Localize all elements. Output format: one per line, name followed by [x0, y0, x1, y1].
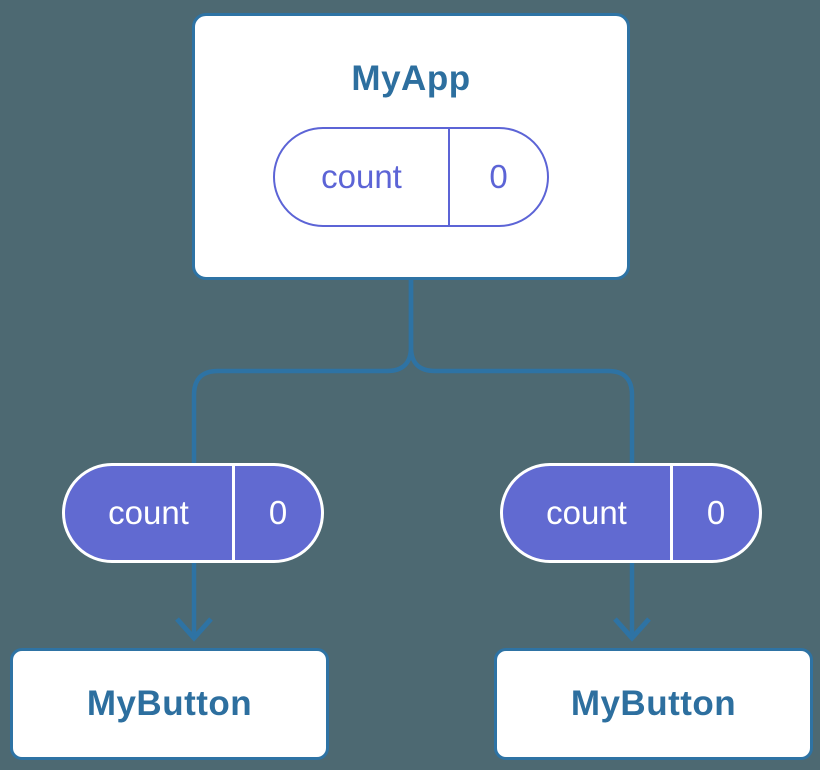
state-value-label: 0: [489, 158, 508, 195]
state-pill-right-child: count 0: [500, 463, 762, 563]
state-name-label: count: [65, 466, 235, 560]
component-title-mybutton: MyButton: [570, 684, 737, 723]
arrowhead-down-left-icon: [175, 617, 213, 642]
state-value-label: 0: [268, 494, 288, 531]
state-name-label: count: [275, 129, 450, 225]
component-box-mybutton-right: MyButton: [494, 648, 813, 760]
state-name-label: count: [503, 466, 673, 560]
connector-root-to-right-child: [408, 278, 635, 636]
connector-root-to-left-child: [191, 278, 414, 636]
component-box-myapp: MyApp count 0: [192, 13, 630, 280]
state-value-label: 0: [706, 494, 726, 531]
component-title-mybutton: MyButton: [86, 684, 253, 723]
component-box-mybutton-left: MyButton: [10, 648, 329, 760]
state-pill-root: count 0: [273, 127, 549, 227]
arrowhead-down-right-icon: [613, 617, 651, 642]
state-pill-left-child: count 0: [62, 463, 324, 563]
component-title-myapp: MyApp: [351, 59, 471, 98]
